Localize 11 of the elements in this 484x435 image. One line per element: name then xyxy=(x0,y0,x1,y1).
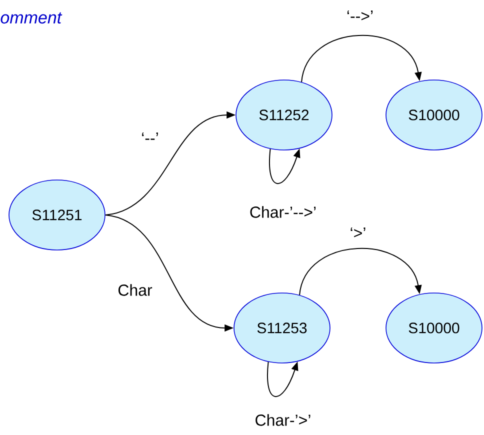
edge-label: ‘>’ xyxy=(348,226,368,240)
arrow xyxy=(267,361,298,397)
title: omment xyxy=(0,12,62,24)
arrow xyxy=(269,148,300,184)
arrow xyxy=(299,248,422,296)
edge-label: ‘-->’ xyxy=(345,10,375,22)
edge-label: Char xyxy=(116,283,154,297)
edge-label: Char-’-->’ xyxy=(248,205,318,219)
arrow xyxy=(301,35,422,82)
edge-label: Char-’>’ xyxy=(254,413,312,427)
edge-label: ‘--’ xyxy=(140,132,160,144)
